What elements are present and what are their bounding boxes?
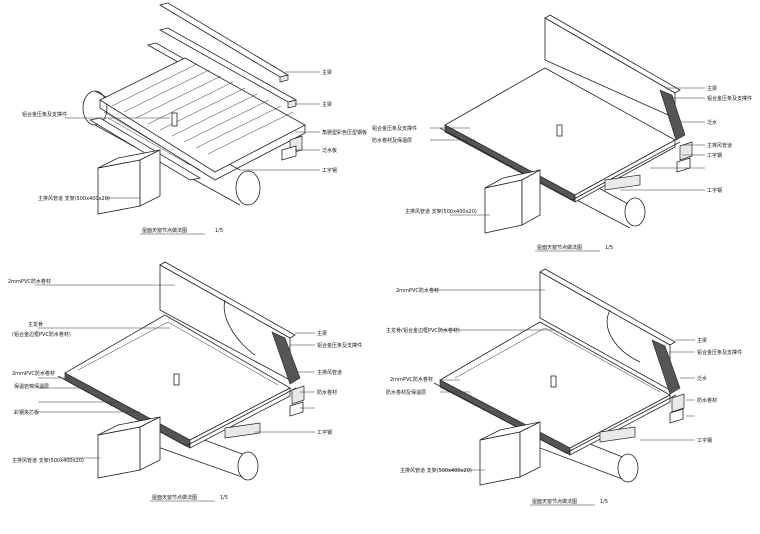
label-purlin-bottom: 主梁 xyxy=(322,101,332,108)
leader-lines-3 xyxy=(35,284,315,459)
label-3-r-d: 防水卷材 xyxy=(317,389,337,396)
label-3-pvc2: 2mmPVC防水卷材 xyxy=(12,370,55,377)
figure-4: 2mmPVC防水卷材 主龙骨(铝合金边框PVC防水卷材) 2mmPVC防水卷材 … xyxy=(386,268,742,506)
label-3-gap: (铝合金边框PVC防水卷材) xyxy=(12,331,71,338)
label-2-beam: 工字钢 xyxy=(707,187,722,194)
label-beam: 工字钢 xyxy=(322,167,337,174)
membrane-curve-4 xyxy=(606,309,641,363)
figure-1: 主梁 主梁 角驰型彩色压型钢板 泛水板 工字钢 铝合金压条及支撑件 主排风管道 … xyxy=(22,2,367,235)
lower-members xyxy=(88,117,303,181)
label-4-r-a: 主梁 xyxy=(697,337,707,344)
label-3-ridge: 主龙骨 xyxy=(28,321,43,328)
figure-3: 2mmPVC防水卷材 主龙骨 (铝合金边框PVC防水卷材) 2mmPVC防水卷材… xyxy=(8,261,362,502)
caption-2: 屋面天窗节点做法图 xyxy=(537,244,582,251)
scale-4: 1/5 xyxy=(600,499,608,505)
leader-lines-2 xyxy=(430,87,705,216)
caption-3: 屋面天窗节点做法图 xyxy=(152,494,197,501)
box-duct-1 xyxy=(97,149,161,215)
label-3-r-e: 工字钢 xyxy=(317,429,332,436)
fastener-post xyxy=(171,112,178,127)
label-4-pvc2: 2mmPVC防水卷材 xyxy=(390,376,433,383)
ibeam-stub-4a xyxy=(671,393,685,413)
box-duct-4 xyxy=(479,421,541,486)
box-duct-2 xyxy=(484,169,541,234)
label-2-top-a: 主梁 xyxy=(707,85,717,92)
label-3-duct: 主排风管道 支架(500x400x20) xyxy=(12,457,84,464)
insulation-hatch-2 xyxy=(659,89,686,141)
label-4-r-d: 防水卷材 xyxy=(697,397,717,404)
label-3-panel: 彩钢夹芯板 xyxy=(14,409,39,416)
ibeam-stub-2b xyxy=(676,157,691,173)
insulation-hatch-3 xyxy=(271,331,301,385)
label-2-left-b: 防水卷材及保温层 xyxy=(372,137,412,144)
scale-3: 1/5 xyxy=(220,495,228,501)
label-3-r-b: 铝合金压条及支撑件 xyxy=(317,342,362,349)
label-4-insul: 防水卷材及保温层 xyxy=(386,389,426,396)
leader-lines-4 xyxy=(430,289,695,471)
label-3-r-a: 主梁 xyxy=(317,330,327,337)
caption-1: 屋面天窗节点做法图 xyxy=(142,227,187,234)
label-4-r-e: 工字钢 xyxy=(697,437,712,444)
corrugated-roof-sheet xyxy=(99,57,306,181)
fastener-post-4 xyxy=(550,375,557,388)
label-purlin-top: 主梁 xyxy=(322,69,332,76)
label-2-mid-b: 工字钢 xyxy=(707,152,722,159)
label-3-insul: 保温岩棉保温层 xyxy=(14,383,49,390)
ibeam-stub-3a xyxy=(291,385,305,405)
ibeam-stub-4b xyxy=(669,408,684,424)
label-left-fixture: 铝合金压条及支撑件 xyxy=(22,111,67,118)
insulation-hatch-4 xyxy=(651,339,681,395)
scale-1: 1/5 xyxy=(215,228,223,234)
label-rubber-seal: 泛水板 xyxy=(322,147,337,154)
label-2-duct: 主排风管道 支架(500x400x20) xyxy=(405,208,477,215)
leader-lines-1 xyxy=(65,71,320,199)
figure-2: 主梁 铝合金压条及支撑件 泛水 主排风管道 工字钢 工字钢 铝合金压条及支撑件 … xyxy=(372,14,752,252)
label-2-mid-a: 主排风管道 xyxy=(707,142,732,149)
fastener-post-3 xyxy=(173,373,180,386)
ibeam-4 xyxy=(599,426,636,443)
scale-2: 1/5 xyxy=(605,245,613,251)
ibeam-3 xyxy=(224,422,261,439)
fastener-post-2 xyxy=(556,124,563,137)
label-2-left-a: 铝合金压条及支撑件 xyxy=(372,125,417,132)
label-4-r-c: 泛水 xyxy=(697,375,707,382)
label-4-duct: 主排风管道 支架(500x400x20) xyxy=(400,467,472,474)
ibeam-stub-3b xyxy=(289,401,304,417)
label-3-pvc: 2mmPVC防水卷材 xyxy=(8,278,51,285)
ibeam-2 xyxy=(604,174,641,191)
label-3-r-c: 主排风管道 xyxy=(317,369,342,376)
label-duct: 主排风管道 支架(500x400x20) xyxy=(38,195,110,202)
label-4-ridge: 主龙骨(铝合金边框PVC防水卷材) xyxy=(386,327,460,334)
label-2-top-b: 铝合金压条及支撑件 xyxy=(707,95,752,102)
membrane-curve-3 xyxy=(223,299,256,356)
label-2-top-c: 泛水 xyxy=(707,119,717,126)
ibeam-stub-2a xyxy=(679,141,693,161)
label-4-pvc: 2mmPVC防水卷材 xyxy=(396,287,439,294)
box-duct-3 xyxy=(97,416,161,479)
label-roof-sheet: 角驰型彩色压型钢板 xyxy=(322,129,367,136)
label-4-r-b: 铝合金压条及支撑件 xyxy=(697,349,742,356)
caption-4: 屋面天窗节点做法图 xyxy=(532,498,577,505)
